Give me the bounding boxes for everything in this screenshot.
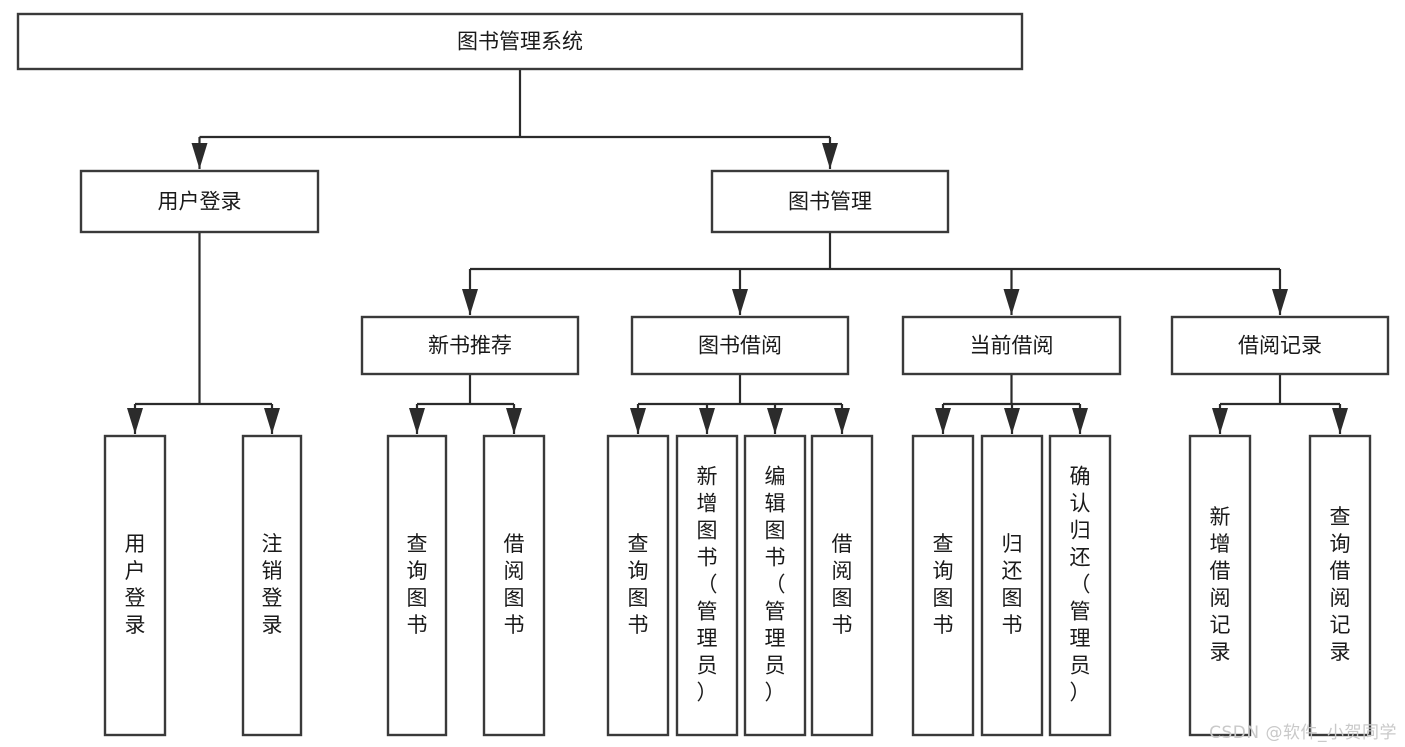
flow-node-newbook[interactable]: 新书推荐 bbox=[360, 315, 580, 376]
node-box[interactable] bbox=[1048, 434, 1112, 737]
flow-node-leaf-user-logout[interactable]: 注销登录 bbox=[241, 434, 303, 737]
node-label: 图书管理系统 bbox=[457, 30, 583, 54]
node-label: 查询借阅记录 bbox=[1330, 505, 1351, 664]
arrow-head-icon bbox=[264, 408, 280, 434]
arrow-head-icon bbox=[462, 289, 478, 315]
node-label: 注销登录 bbox=[262, 532, 283, 637]
flow-node-leaf-user-login[interactable]: 用户登录 bbox=[103, 434, 167, 737]
node-box[interactable] bbox=[901, 315, 1122, 376]
node-box[interactable] bbox=[630, 315, 850, 376]
node-label: 查询图书 bbox=[933, 532, 954, 637]
node-box[interactable] bbox=[1308, 434, 1372, 737]
arrow-head-icon bbox=[767, 408, 783, 434]
arrow-head-icon bbox=[834, 408, 850, 434]
node-box[interactable] bbox=[360, 315, 580, 376]
node-box[interactable] bbox=[710, 169, 950, 234]
arrow-head-icon bbox=[127, 408, 143, 434]
node-label: 当前借阅 bbox=[970, 334, 1054, 358]
node-box[interactable] bbox=[980, 434, 1044, 737]
flow-node-leaf-cur-confirm[interactable]: 确认归还（管理员） bbox=[1048, 434, 1112, 737]
node-box[interactable] bbox=[810, 434, 874, 737]
arrow-head-icon bbox=[506, 408, 522, 434]
node-label: 借阅图书 bbox=[504, 532, 525, 637]
arrow-head-icon bbox=[1003, 289, 1020, 315]
node-box[interactable] bbox=[79, 169, 320, 234]
arrow-head-icon bbox=[1272, 289, 1288, 315]
flow-node-records[interactable]: 借阅记录 bbox=[1170, 315, 1390, 376]
flow-node-leaf-rec-query[interactable]: 查询借阅记录 bbox=[1308, 434, 1372, 737]
node-box[interactable] bbox=[16, 12, 1024, 71]
flow-node-leaf-nb-borrow[interactable]: 借阅图书 bbox=[482, 434, 546, 737]
node-label: 归还图书 bbox=[1002, 532, 1023, 637]
flow-node-leaf-bw-borrow[interactable]: 借阅图书 bbox=[810, 434, 874, 737]
node-box[interactable] bbox=[1188, 434, 1252, 737]
flow-node-login[interactable]: 用户登录 bbox=[79, 169, 320, 234]
flow-node-leaf-nb-query[interactable]: 查询图书 bbox=[386, 434, 448, 737]
arrow-head-icon bbox=[732, 289, 748, 315]
arrow-head-icon bbox=[1072, 408, 1088, 434]
node-label: 用户登录 bbox=[158, 190, 242, 214]
node-box[interactable] bbox=[743, 434, 807, 737]
flow-node-leaf-rec-add[interactable]: 新增借阅记录 bbox=[1188, 434, 1252, 737]
node-box[interactable] bbox=[386, 434, 448, 737]
node-label: 新书推荐 bbox=[428, 334, 512, 358]
arrow-head-icon bbox=[699, 408, 715, 434]
arrow-head-icon bbox=[935, 408, 951, 434]
node-label: 图书借阅 bbox=[698, 334, 782, 358]
node-box[interactable] bbox=[606, 434, 670, 737]
node-label: 新增借阅记录 bbox=[1210, 505, 1231, 664]
node-label: 编辑图书（管理员） bbox=[765, 465, 786, 705]
node-label: 用户登录 bbox=[125, 532, 146, 637]
connector-layer bbox=[127, 69, 1348, 434]
node-label: 查询图书 bbox=[628, 532, 649, 637]
flow-node-leaf-cur-return[interactable]: 归还图书 bbox=[980, 434, 1044, 737]
flow-node-root[interactable]: 图书管理系统 bbox=[16, 12, 1024, 71]
flow-node-leaf-bw-edit[interactable]: 编辑图书（管理员） bbox=[743, 434, 807, 737]
node-box[interactable] bbox=[1170, 315, 1390, 376]
node-label: 借阅图书 bbox=[832, 532, 853, 637]
node-box[interactable] bbox=[675, 434, 739, 737]
flow-node-borrow[interactable]: 图书借阅 bbox=[630, 315, 850, 376]
flow-node-leaf-bw-query[interactable]: 查询图书 bbox=[606, 434, 670, 737]
flow-node-current[interactable]: 当前借阅 bbox=[901, 315, 1122, 376]
node-label: 图书管理 bbox=[788, 190, 872, 214]
arrow-head-icon bbox=[1212, 408, 1228, 434]
node-label: 查询图书 bbox=[407, 532, 428, 637]
arrow-head-icon bbox=[1332, 408, 1348, 434]
flow-node-leaf-cur-query[interactable]: 查询图书 bbox=[911, 434, 975, 737]
arrow-head-icon bbox=[822, 143, 838, 169]
node-box[interactable] bbox=[241, 434, 303, 737]
node-label: 新增图书（管理员） bbox=[697, 465, 718, 705]
node-label: 借阅记录 bbox=[1238, 334, 1322, 358]
node-box[interactable] bbox=[103, 434, 167, 737]
arrow-head-icon bbox=[630, 408, 646, 434]
arrow-head-icon bbox=[409, 408, 425, 434]
flow-node-leaf-bw-add[interactable]: 新增图书（管理员） bbox=[675, 434, 739, 737]
node-label: 确认归还（管理员） bbox=[1070, 465, 1091, 705]
arrow-head-icon bbox=[1004, 408, 1020, 434]
node-box[interactable] bbox=[482, 434, 546, 737]
node-box[interactable] bbox=[911, 434, 975, 737]
flow-node-bookmgmt[interactable]: 图书管理 bbox=[710, 169, 950, 234]
node-layer: 图书管理系统用户登录图书管理新书推荐图书借阅当前借阅借阅记录用户登录注销登录查询… bbox=[16, 12, 1390, 737]
arrow-head-icon bbox=[191, 143, 208, 169]
csdn-watermark: CSDN @软件_小贺同学 bbox=[1209, 723, 1397, 743]
